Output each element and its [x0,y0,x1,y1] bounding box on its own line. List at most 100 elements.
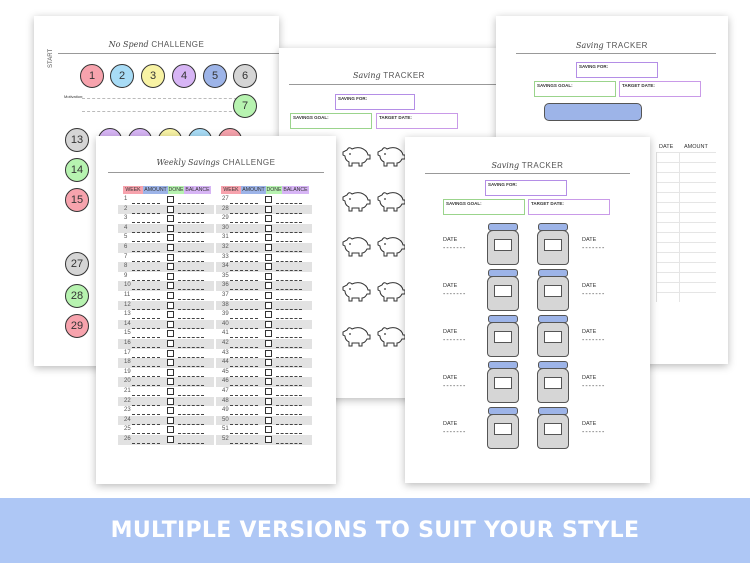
right-saving-for-box[interactable]: SAVING FOR: [576,62,658,78]
balance-field[interactable] [178,391,204,396]
done-checkbox[interactable] [265,426,272,434]
date-blank-left[interactable]: ------- [443,383,467,390]
amount-field[interactable] [132,333,160,339]
done-checkbox[interactable] [265,301,272,309]
balance-field[interactable] [178,209,204,214]
date-blank-right[interactable]: ------- [582,429,606,436]
amount-field[interactable] [230,237,258,243]
challenge-day-circle[interactable]: 1 [80,64,104,88]
amount-field[interactable] [132,343,160,348]
jar-saving-for-box[interactable]: SAVING FOR: [485,180,567,196]
done-checkbox[interactable] [167,215,174,223]
done-checkbox[interactable] [167,349,174,357]
balance-field[interactable] [178,228,204,233]
done-checkbox[interactable] [167,416,174,424]
done-checkbox[interactable] [265,416,272,424]
date-blank-left[interactable]: ------- [443,337,467,344]
balance-field[interactable] [276,333,302,339]
challenge-day-circle[interactable]: 7 [233,94,257,118]
amount-field[interactable] [230,343,258,348]
done-checkbox[interactable] [265,330,272,338]
done-checkbox[interactable] [265,244,272,251]
right-savings-goal-box[interactable]: SAVINGS GOAL: [534,81,616,97]
done-checkbox[interactable] [265,272,272,280]
amount-field[interactable] [230,209,258,214]
balance-field[interactable] [178,410,204,416]
amount-field[interactable] [230,276,258,281]
done-checkbox[interactable] [265,282,272,290]
balance-field[interactable] [276,401,302,406]
balance-field[interactable] [178,257,204,262]
done-checkbox[interactable] [265,388,272,395]
amount-field[interactable] [230,295,258,300]
amount-field[interactable] [132,218,160,224]
amount-field[interactable] [132,266,160,272]
challenge-day-circle[interactable]: 4 [172,64,196,88]
done-checkbox[interactable] [167,436,174,443]
balance-field[interactable] [178,401,204,406]
amount-field[interactable] [132,209,160,214]
done-checkbox[interactable] [167,301,174,309]
amount-field[interactable] [230,420,258,425]
done-checkbox[interactable] [167,253,174,261]
amount-field[interactable] [230,372,258,377]
balance-field[interactable] [276,257,302,262]
piggy-target-date-box[interactable]: TARGET DATE: [376,113,458,129]
balance-field[interactable] [276,324,302,329]
amount-field[interactable] [132,247,160,252]
done-checkbox[interactable] [265,205,272,213]
balance-field[interactable] [276,372,302,377]
balance-field[interactable] [276,199,302,204]
done-checkbox[interactable] [167,224,174,232]
date-blank-right[interactable]: ------- [582,383,606,390]
balance-field[interactable] [276,209,302,214]
balance-field[interactable] [178,343,204,348]
done-checkbox[interactable] [167,311,174,319]
balance-field[interactable] [178,372,204,377]
amount-field[interactable] [132,324,160,329]
balance-field[interactable] [276,410,302,416]
amount-field[interactable] [132,276,160,281]
done-checkbox[interactable] [167,205,174,213]
done-checkbox[interactable] [167,282,174,290]
balance-field[interactable] [276,228,302,233]
amount-field[interactable] [230,410,258,416]
done-checkbox[interactable] [167,397,174,405]
done-checkbox[interactable] [167,426,174,434]
balance-field[interactable] [276,420,302,425]
done-checkbox[interactable] [167,320,174,328]
done-checkbox[interactable] [265,359,272,367]
balance-field[interactable] [178,362,204,368]
balance-field[interactable] [276,295,302,300]
piggy-saving-for-box[interactable]: SAVING FOR: [335,94,415,110]
amount-field[interactable] [230,247,258,252]
balance-field[interactable] [178,439,204,444]
balance-field[interactable] [276,439,302,444]
date-blank-left[interactable]: ------- [443,429,467,436]
balance-field[interactable] [178,305,204,310]
amount-field[interactable] [230,439,258,444]
done-checkbox[interactable] [167,244,174,251]
balance-field[interactable] [178,314,204,320]
done-checkbox[interactable] [265,397,272,405]
amount-field[interactable] [132,353,160,358]
amount-field[interactable] [230,353,258,358]
balance-field[interactable] [178,266,204,272]
challenge-day-circle[interactable]: 15 [65,188,89,212]
balance-field[interactable] [178,237,204,243]
balance-field[interactable] [276,343,302,348]
done-checkbox[interactable] [265,292,272,299]
balance-field[interactable] [178,324,204,329]
done-checkbox[interactable] [265,378,272,386]
done-checkbox[interactable] [167,330,174,338]
right-target-date-box[interactable]: TARGET DATE: [619,81,701,97]
done-checkbox[interactable] [167,292,174,299]
balance-field[interactable] [178,429,204,435]
balance-field[interactable] [178,285,204,291]
amount-field[interactable] [132,285,160,291]
challenge-day-circle[interactable]: 14 [65,158,89,182]
balance-field[interactable] [276,362,302,368]
amount-field[interactable] [230,305,258,310]
amount-field[interactable] [230,381,258,387]
done-checkbox[interactable] [167,263,174,271]
